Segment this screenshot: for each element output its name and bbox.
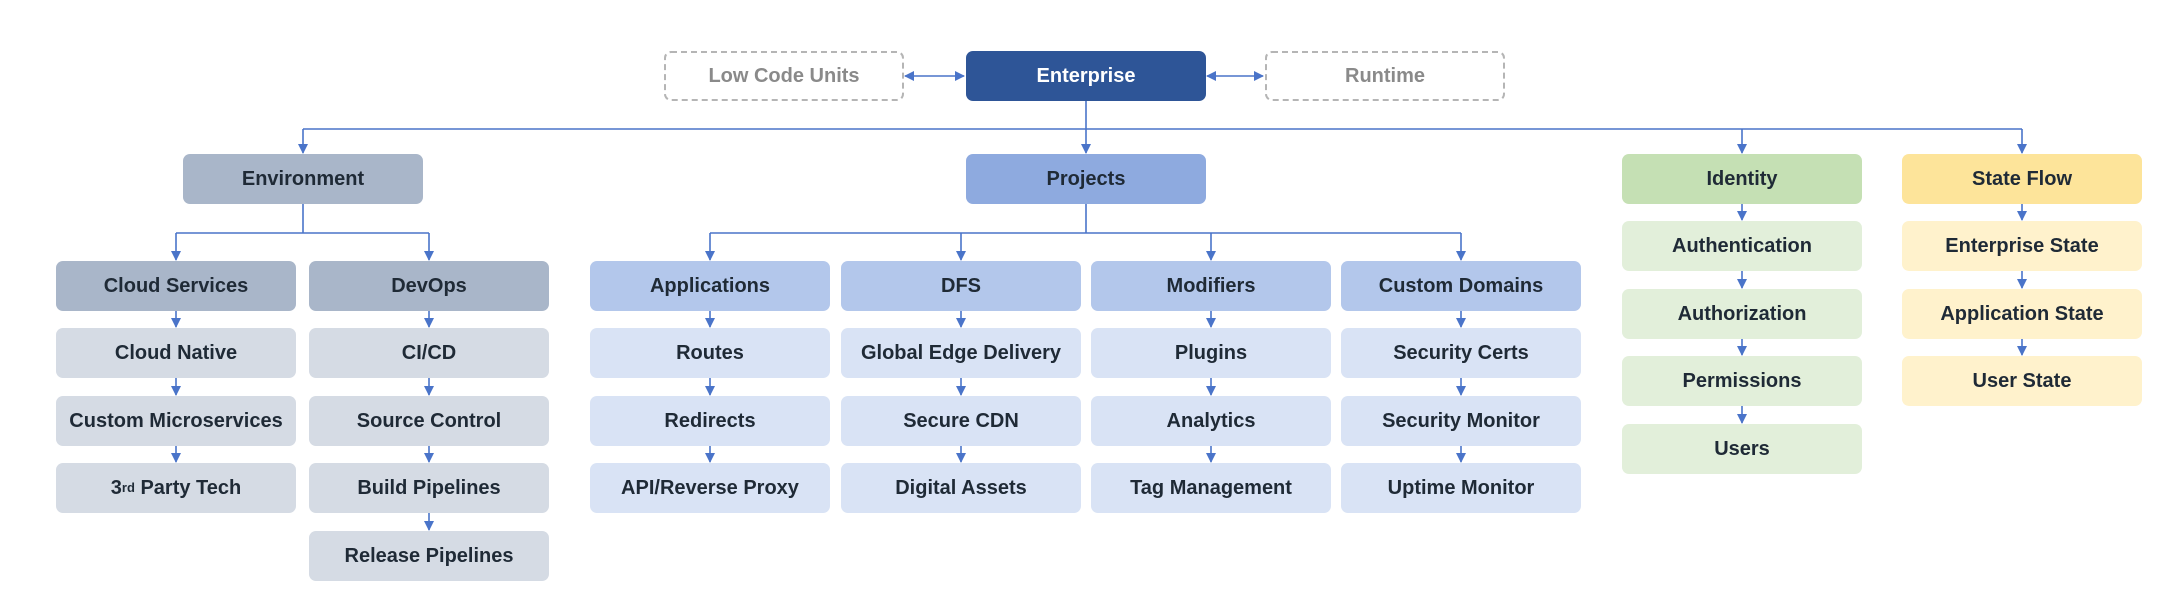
- applications-node: Applications: [590, 261, 830, 311]
- user-state-node: User State: [1902, 356, 2142, 406]
- authentication-node: Authentication: [1622, 221, 1862, 271]
- security-monitor-node: Security Monitor: [1341, 396, 1581, 446]
- modifiers-node: Modifiers: [1091, 261, 1331, 311]
- cloud-services-node: Cloud Services: [56, 261, 296, 311]
- authorization-node: Authorization: [1622, 289, 1862, 339]
- build-pipelines-node: Build Pipelines: [309, 463, 549, 513]
- third-party-number: 3: [110, 476, 122, 499]
- low-code-units-node: Low Code Units: [664, 51, 904, 101]
- secure-cdn-node: Secure CDN: [841, 396, 1081, 446]
- cloud-native-node: Cloud Native: [56, 328, 296, 378]
- uptime-monitor-node: Uptime Monitor: [1341, 463, 1581, 513]
- custom-microservices-node: Custom Microservices: [56, 396, 296, 446]
- routes-node: Routes: [590, 328, 830, 378]
- users-node: Users: [1622, 424, 1862, 474]
- redirects-node: Redirects: [590, 396, 830, 446]
- application-state-node: Application State: [1902, 289, 2142, 339]
- security-certs-node: Security Certs: [1341, 328, 1581, 378]
- tag-management-node: Tag Management: [1091, 463, 1331, 513]
- global-edge-delivery-node: Global Edge Delivery: [841, 328, 1081, 378]
- digital-assets-node: Digital Assets: [841, 463, 1081, 513]
- enterprise-node: Enterprise: [966, 51, 1206, 101]
- custom-domains-node: Custom Domains: [1341, 261, 1581, 311]
- api-reverse-proxy-node: API/Reverse Proxy: [590, 463, 830, 513]
- devops-node: DevOps: [309, 261, 549, 311]
- dfs-node: DFS: [841, 261, 1081, 311]
- state-flow-node: State Flow: [1902, 154, 2142, 204]
- ci-cd-node: CI/CD: [309, 328, 549, 378]
- analytics-node: Analytics: [1091, 396, 1331, 446]
- enterprise-state-node: Enterprise State: [1902, 221, 2142, 271]
- identity-node: Identity: [1622, 154, 1862, 204]
- permissions-node: Permissions: [1622, 356, 1862, 406]
- plugins-node: Plugins: [1091, 328, 1331, 378]
- source-control-node: Source Control: [309, 396, 549, 446]
- environment-node: Environment: [183, 154, 423, 204]
- third-party-label: Party Tech: [134, 476, 242, 499]
- projects-node: Projects: [966, 154, 1206, 204]
- release-pipelines-node: Release Pipelines: [309, 531, 549, 581]
- runtime-node: Runtime: [1265, 51, 1505, 101]
